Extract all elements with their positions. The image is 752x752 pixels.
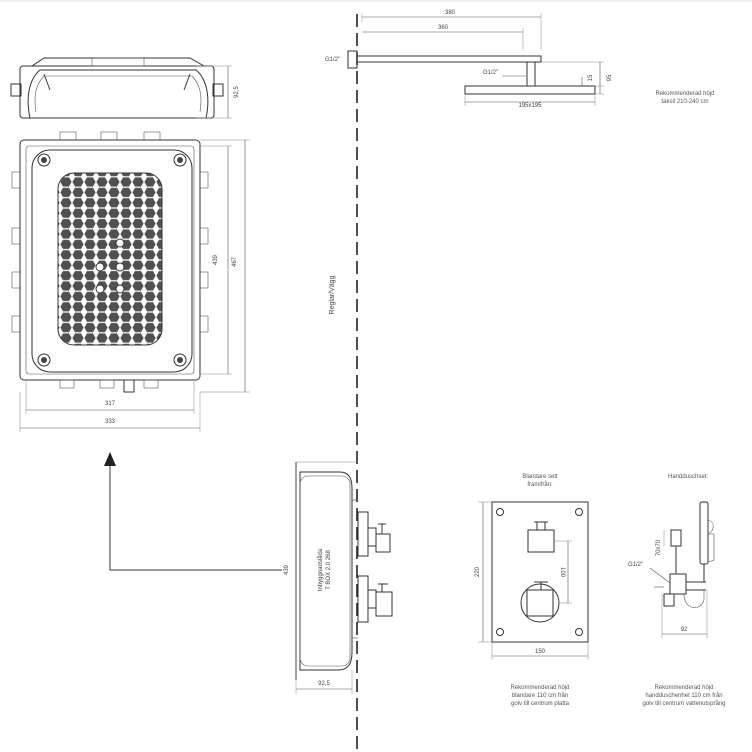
mixer-note-2: blandare 110 cm från [512, 692, 568, 699]
mixer-front-view: Blandare sett framifrån: 100 220 150 Rek… [475, 474, 589, 707]
mixer-title-1: Blandare sett [522, 474, 558, 480]
tbox-front-view: 439 467 317 333 [11, 131, 250, 432]
tbox-side-view: Inbyggnadslåda T BOX 2.0 268 439 92,5 [284, 461, 393, 694]
dim-tbox-depth: 92,5 [234, 86, 240, 98]
dim-hand-size: 70x70 [656, 539, 662, 556]
dim-tbox-inner-h: 439 [213, 254, 219, 265]
hand-shower-view: Handduschset: 70x70 G1/2" 92 Rekommender… [628, 474, 726, 707]
shower-head-note-2: taksil 210-240 cm [661, 99, 708, 105]
dim-arm-outer: 380 [445, 10, 456, 16]
mixer-note-1: Rekommenderad höjd [510, 685, 569, 691]
dim-hand-w: 92 [681, 627, 688, 633]
side-vertical-text-2: T BOX 2.0 268 [326, 550, 332, 590]
shower-head-note-1: Rekommenderad höjd [655, 91, 714, 97]
dim-head: 195x195 [518, 103, 542, 109]
hand-note-2: handduschenhet 110 cm från [645, 692, 722, 699]
dim-mixer-inner: 100 [559, 567, 565, 578]
dim-tbox-outer-w: 333 [105, 419, 116, 425]
thread-hand: G1/2" [628, 562, 643, 568]
dim-side-w: 92,5 [318, 681, 330, 687]
dim-tbox-outer-h: 467 [232, 256, 238, 267]
mixer-note-3: golv till centrum platta [511, 701, 570, 707]
top-border [0, 0, 752, 2]
thread-wall: G1/2" [325, 57, 340, 63]
wall-label: Reglar/Vägg [329, 275, 336, 314]
dim-95: 95 [607, 74, 613, 81]
mixer-title-2: framifrån: [527, 481, 553, 488]
thread-head: G1/2" [483, 70, 498, 76]
tbox-top-view: 92,5 [10, 57, 240, 119]
hand-note-3: golv till centrum vattenutsprång [642, 700, 725, 707]
hand-note-1: Rekommenderad höjd [654, 685, 713, 691]
hand-shower-title: Handduschset: [668, 474, 708, 480]
side-vertical-text-1: Inbyggnadslåda [317, 548, 324, 591]
dim-mixer-w: 150 [535, 649, 546, 655]
shower-head-elevation: 380 360 G1/2" G1/2" 195x195 15 95 Rekomm… [325, 10, 715, 109]
dim-15: 15 [588, 74, 594, 81]
dim-tbox-inner-w: 317 [105, 401, 116, 407]
dim-mixer-h: 220 [475, 566, 481, 577]
dim-side-h: 439 [284, 564, 290, 575]
dim-arm-inner: 360 [438, 25, 449, 31]
direction-arrow [104, 452, 282, 571]
